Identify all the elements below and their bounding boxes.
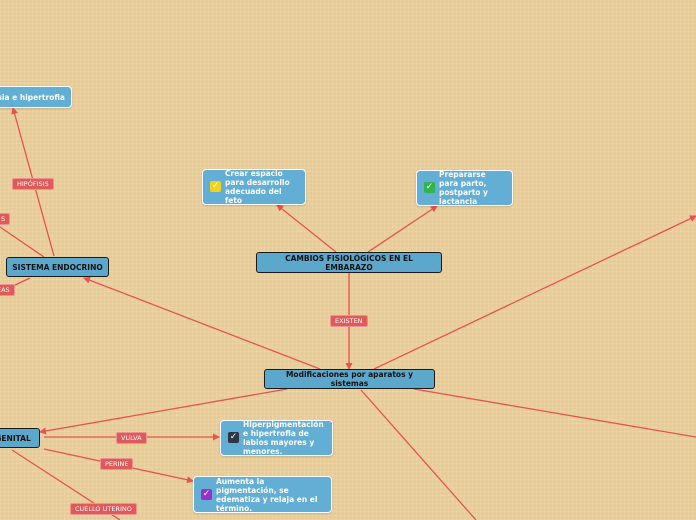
node-prepararse-label: Prepararse para parto, postparto y lacta… (439, 170, 488, 206)
node-crear-espacio[interactable]: ✓ Crear espacio para desarrollo adecuado… (202, 169, 306, 205)
node-hiperplasia[interactable]: asia e hipertrofia (0, 86, 72, 108)
node-genital-label: GENITAL (0, 433, 31, 443)
link-central-right (413, 388, 696, 438)
node-cambios-fisiologicos[interactable]: CAMBIOS FISIOLÓGICOS EN EL EMBARAZO (256, 252, 442, 273)
label-hipofisis[interactable]: HIPÓFISIS (12, 178, 54, 190)
link-cambios-preparar (367, 205, 438, 253)
node-hiperplasia-label: asia e hipertrofia (0, 92, 65, 102)
checkbox-purple-icon: ✓ (201, 488, 212, 500)
node-prepararse[interactable]: ✓ Prepararse para parto, postparto y lac… (416, 170, 513, 206)
node-aumenta-label: Aumenta la pigmentación, se edematiza y … (216, 476, 318, 513)
link-endocrino-s (0, 226, 45, 258)
link-central-genital (39, 388, 288, 435)
checkbox-yellow-icon: ✓ (210, 181, 221, 192)
node-crear-espacio-label: Crear espacio para desarrollo adecuado d… (225, 169, 290, 205)
node-aumenta-pigmentacion[interactable]: ✓ Aumenta la pigmentación, se edematiza … (193, 476, 332, 513)
node-cambios-label: CAMBIOS FISIOLÓGICOS EN EL EMBARAZO (285, 253, 413, 272)
checkbox-green-icon: ✓ (424, 182, 435, 193)
node-endocrino-label: SISTEMA ENDOCRINO (12, 262, 103, 272)
label-eas[interactable]: EAS (0, 284, 15, 296)
link-cambios-crear (276, 204, 337, 253)
node-modificaciones[interactable]: Modificaciones por aparatos y sistemas (264, 369, 435, 389)
link-central-endocrino (83, 276, 321, 370)
link-central-bottom (360, 389, 477, 520)
node-hiperpigmentacion-label: Hiperpigmentación e hipertrofia de labio… (243, 420, 324, 456)
node-genital[interactable]: GENITAL (0, 428, 40, 448)
label-s[interactable]: S (0, 213, 11, 225)
node-modificaciones-label: Modificaciones por aparatos y sistemas (285, 370, 414, 388)
checkbox-dark-icon: ✓ (228, 432, 239, 443)
label-cuello-uterino[interactable]: CUELLO UTERINO (70, 503, 137, 515)
label-existen[interactable]: EXISTEN (330, 315, 368, 327)
link-central-upper-right (373, 215, 696, 370)
node-sistema-endocrino[interactable]: SISTEMA ENDOCRINO (6, 257, 109, 277)
node-hiperpigmentacion[interactable]: ✓ Hiperpigmentación e hipertrofia de lab… (220, 420, 333, 456)
label-perine[interactable]: PERINE (100, 458, 134, 470)
label-vulva[interactable]: VULVA (116, 432, 147, 444)
